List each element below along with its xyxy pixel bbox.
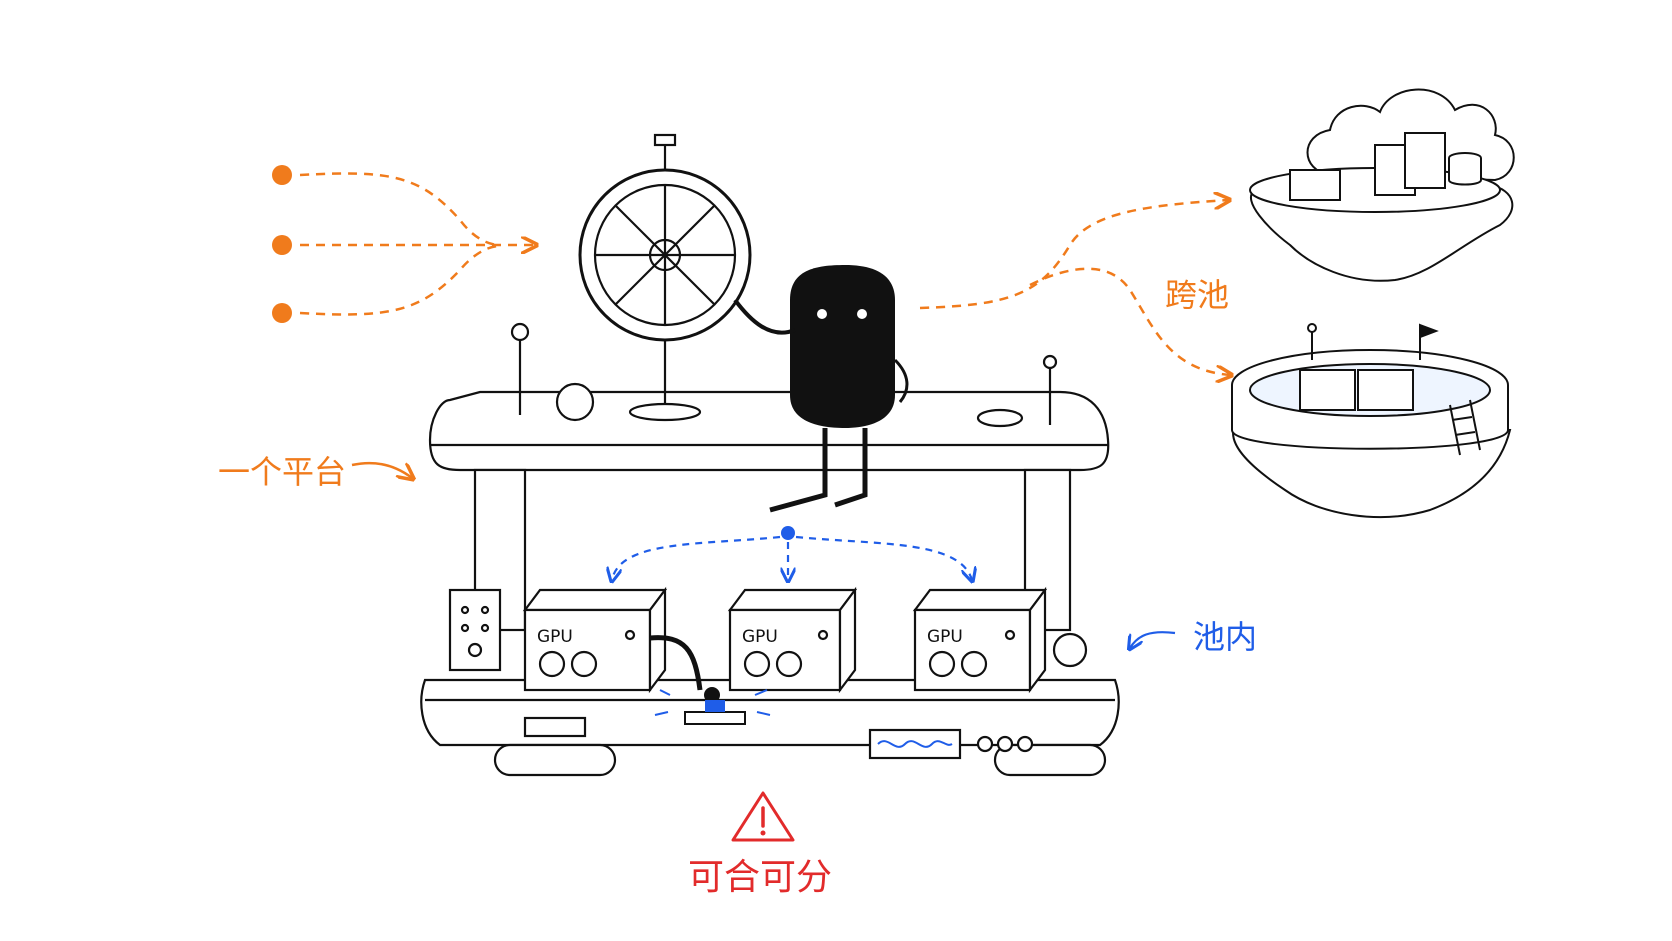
split-merge-label: 可合可分 [688, 857, 833, 898]
platform-label: 一个平台 [218, 453, 347, 491]
gpu-box-3: GPU [912, 586, 1048, 694]
cross-pool-label: 跨池 [1165, 276, 1230, 314]
gpu-box-1: GPU [522, 586, 668, 694]
cross-pool-flows [919, 200, 1230, 375]
warning-triangle-icon [731, 791, 795, 842]
platform-pointer-arrow [351, 461, 412, 478]
pool-island [1231, 323, 1512, 519]
split-merge-switch [649, 635, 771, 725]
input-dot-3 [272, 303, 292, 323]
incoming-flows [272, 165, 535, 323]
gpu-label-3: GPU [927, 627, 963, 647]
gpu-label-2: GPU [742, 627, 778, 647]
input-dot-2 [272, 235, 292, 255]
in-pool-flows [612, 526, 1176, 648]
in-pool-label: 池内 [1193, 618, 1258, 656]
gpu-box-2: GPU [727, 586, 858, 694]
platform-machine [420, 133, 1120, 777]
dispatch-dot [781, 526, 795, 540]
in-pool-pointer-arrow [1130, 631, 1176, 648]
gpu-label-1: GPU [537, 627, 573, 647]
mascot-character [733, 265, 909, 513]
cloud-island [1249, 88, 1515, 282]
input-dot-1 [272, 165, 292, 185]
